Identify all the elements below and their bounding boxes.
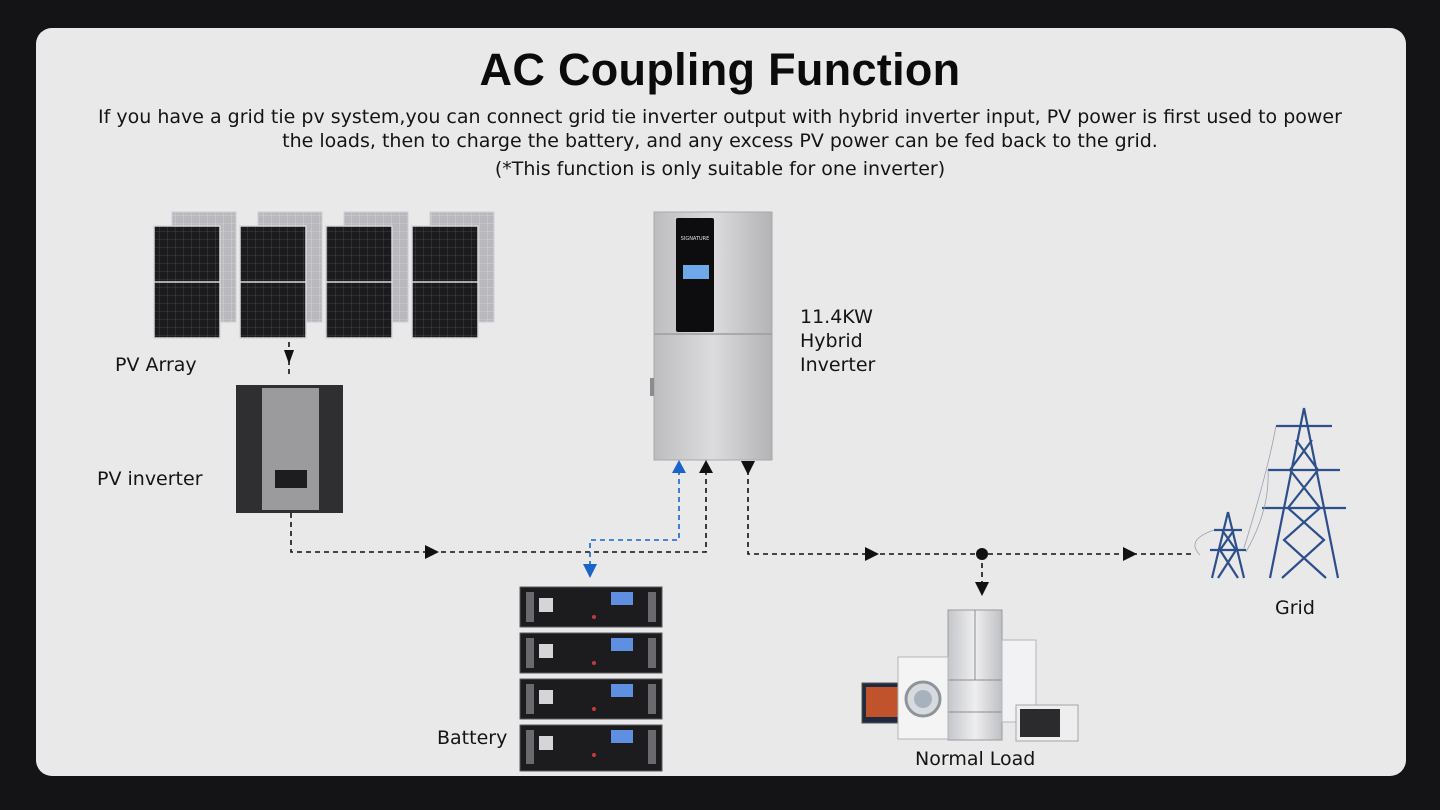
note-text: (*This function is only suitable for one… — [494, 158, 946, 180]
arrow-down-pv-icon — [284, 350, 294, 364]
page-title: AC Coupling Function — [479, 44, 961, 95]
battery-module — [519, 678, 663, 720]
arrow-down-black-icon — [741, 461, 755, 475]
description-text: If you have a grid tie pv system,you can… — [98, 106, 1342, 152]
arrow-down-blue-icon — [583, 564, 597, 578]
normal-load-image — [861, 609, 1079, 742]
pv-array-image — [153, 211, 495, 339]
pv-panels-front — [153, 225, 479, 339]
normal-load-label: Normal Load — [915, 748, 1036, 770]
hybrid-inverter-label: 11.4KW Hybrid Inverter — [800, 305, 875, 377]
hybrid-inverter-label-line1: 11.4KW — [800, 306, 873, 328]
hybrid-inverter-label-line3: Inverter — [800, 354, 876, 376]
hybrid-inverter-image: SIGNATURE — [650, 211, 773, 461]
battery-module — [519, 724, 663, 772]
battery-stack-image — [519, 586, 663, 772]
battery-link-line — [589, 470, 680, 568]
grid-label: Grid — [1275, 597, 1315, 619]
pv-inverter-output-line — [290, 470, 707, 553]
pv-array-label: PV Array — [115, 354, 197, 376]
arrow-up-blue-icon — [672, 460, 686, 473]
battery-module — [519, 586, 663, 628]
svg-text:SIGNATURE: SIGNATURE — [681, 236, 710, 242]
junction-dot-icon — [976, 548, 988, 560]
arrows — [284, 350, 1137, 596]
battery-module — [519, 632, 663, 674]
hybrid-output-line — [747, 470, 1195, 555]
arrow-right-pv-icon — [425, 545, 439, 559]
arrow-right-load-icon — [865, 547, 879, 561]
pv-inverter-label: PV inverter — [97, 468, 203, 490]
arrow-down-load-icon — [975, 582, 989, 596]
grid-towers-image — [1194, 407, 1346, 579]
arrow-right-grid-icon — [1123, 547, 1137, 561]
battery-label: Battery — [437, 727, 508, 749]
connection-lines — [288, 342, 1195, 592]
hybrid-inverter-label-line2: Hybrid — [800, 330, 863, 352]
pv-inverter-image — [236, 385, 343, 513]
arrow-up-black-icon — [699, 460, 713, 473]
